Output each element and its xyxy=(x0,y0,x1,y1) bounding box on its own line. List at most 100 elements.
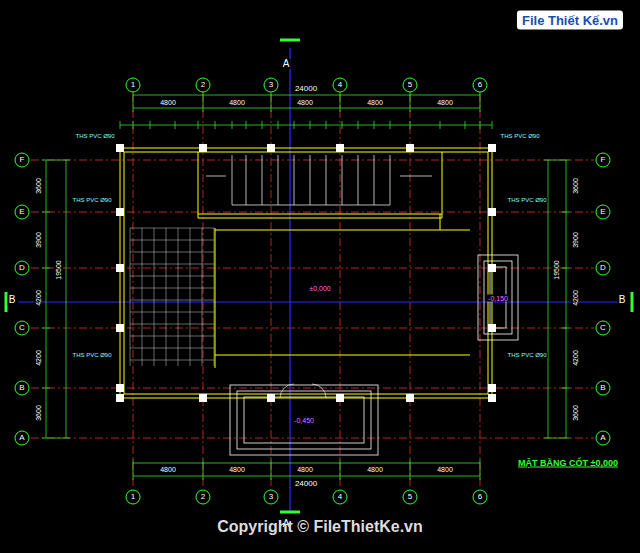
grid-label: A xyxy=(19,434,24,442)
grid-bubble: 6 xyxy=(472,489,488,505)
dimension: 4800 xyxy=(366,99,384,106)
pipe-note: THS PVC Ø90 xyxy=(71,197,112,203)
dimension: 4200 xyxy=(572,289,579,307)
bubble-circle xyxy=(196,78,210,92)
column xyxy=(116,144,496,402)
bubble-circle xyxy=(15,205,29,219)
grid-label: 1 xyxy=(131,493,135,501)
pipe-note: THS PVC Ø90 xyxy=(506,352,547,358)
grid-bubble: C xyxy=(14,320,30,336)
grid-label: D xyxy=(19,264,25,272)
inner-wall xyxy=(198,152,470,368)
grid-bubble: 6 xyxy=(472,77,488,93)
pipe-note: THS PVC Ø90 xyxy=(74,133,115,139)
level-mark: ±0,000 xyxy=(308,285,331,292)
grid-bubble: F xyxy=(14,152,30,168)
grid-bubble: 4 xyxy=(332,77,348,93)
grid-label: 5 xyxy=(408,81,412,89)
grid-bubble: 3 xyxy=(263,489,279,505)
bubble-circle xyxy=(596,431,610,445)
bubble-circle xyxy=(596,153,610,167)
grid-bubble: 3 xyxy=(263,77,279,93)
grid-label: 3 xyxy=(269,493,273,501)
grid-label: 3 xyxy=(269,81,273,89)
section-name: A xyxy=(282,59,291,69)
bubble-circle xyxy=(15,321,29,335)
outer-wall xyxy=(120,148,492,398)
dimension: 4800 xyxy=(436,466,454,473)
grid-label: D xyxy=(600,264,606,272)
dimension: 4200 xyxy=(572,349,579,367)
bubble-circle xyxy=(596,321,610,335)
grid-bubble: B xyxy=(14,380,30,396)
dimension: 4800 xyxy=(366,466,384,473)
pipe-note: THS PVC Ø90 xyxy=(506,197,547,203)
grid-bubble: 1 xyxy=(125,489,141,505)
dimension: 3600 xyxy=(35,404,42,422)
grid-label: A xyxy=(600,434,605,442)
bubble-circle xyxy=(15,431,29,445)
dimension: 4800 xyxy=(296,466,314,473)
grid-bubble: D xyxy=(595,260,611,276)
grid-bubble: E xyxy=(595,204,611,220)
grid-bubble: E xyxy=(14,204,30,220)
dimension: 24000 xyxy=(294,480,318,488)
outer-wall xyxy=(124,152,488,394)
bubble-circle xyxy=(333,490,347,504)
dimension: 24000 xyxy=(294,85,318,93)
bubble-circle xyxy=(596,381,610,395)
door-swing xyxy=(280,384,326,398)
grid-label: 2 xyxy=(201,81,205,89)
dimension: 3600 xyxy=(572,177,579,195)
level-mark: -0,450 xyxy=(293,417,315,424)
bubble-circle xyxy=(403,78,417,92)
grid-bubble: 5 xyxy=(402,77,418,93)
section-name: B xyxy=(8,295,17,305)
grid-label: F xyxy=(20,156,25,164)
grid-bubble: C xyxy=(595,320,611,336)
grid-bubble: A xyxy=(595,430,611,446)
grid-label: 6 xyxy=(478,493,482,501)
ramp xyxy=(478,255,518,340)
grid-label: 2 xyxy=(201,493,205,501)
dimension: 4200 xyxy=(35,349,42,367)
bubble-circle xyxy=(15,261,29,275)
bubble-circle xyxy=(264,490,278,504)
grid-label: 5 xyxy=(408,493,412,501)
dimension-line xyxy=(42,91,570,480)
grid-label: B xyxy=(19,384,24,392)
entrance-step xyxy=(244,397,364,443)
bubble-circle xyxy=(403,490,417,504)
grid-label: B xyxy=(600,384,605,392)
dimension: 3600 xyxy=(572,404,579,422)
dimension: 4800 xyxy=(228,99,246,106)
section-name: B xyxy=(618,295,627,305)
grid-label: C xyxy=(19,324,25,332)
watermark: Copyright © FileThietKe.vn xyxy=(216,519,424,535)
dimension: 19500 xyxy=(553,259,560,280)
dimension: 4800 xyxy=(436,99,454,106)
grid-label: F xyxy=(601,156,606,164)
bubble-circle xyxy=(596,261,610,275)
grid-label: 1 xyxy=(131,81,135,89)
section-mark xyxy=(6,40,632,512)
dimension: 4800 xyxy=(159,466,177,473)
grid-bubble: 1 xyxy=(125,77,141,93)
bubble-circle xyxy=(473,78,487,92)
grid-label: 6 xyxy=(478,81,482,89)
grid-label: C xyxy=(600,324,606,332)
grid-label: E xyxy=(19,208,24,216)
grid-bubble: 5 xyxy=(402,489,418,505)
bubble-circle xyxy=(264,78,278,92)
grid-bubble: D xyxy=(14,260,30,276)
grid-label: 4 xyxy=(338,493,342,501)
dimension: 4200 xyxy=(35,289,42,307)
level-mark: -0,150 xyxy=(487,295,509,302)
drawing-title: MẶT BẰNG CỐT ±0,000 xyxy=(517,459,619,468)
pipe-note: THS PVC Ø90 xyxy=(71,352,112,358)
bubble-circle xyxy=(473,490,487,504)
logo: File Thiết Kế.vn xyxy=(517,11,623,30)
pipe-note: THS PVC Ø90 xyxy=(499,133,540,139)
dimension: 4800 xyxy=(159,99,177,106)
